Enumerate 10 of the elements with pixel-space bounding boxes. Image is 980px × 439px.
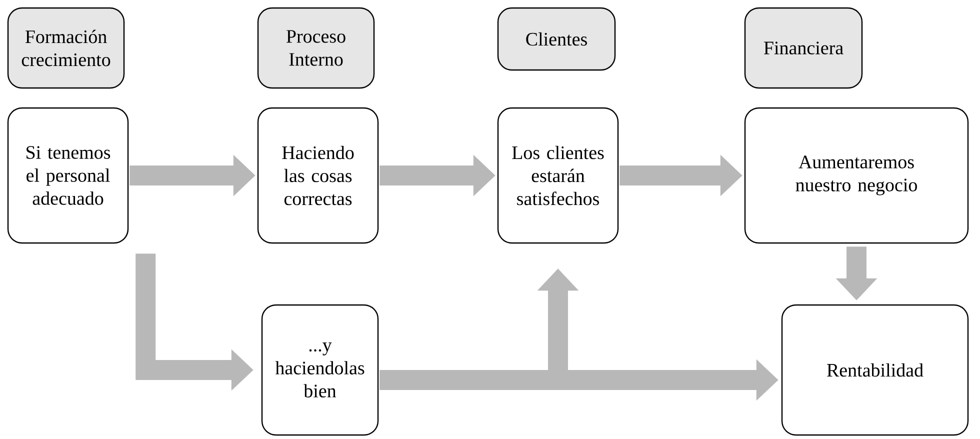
statement-box: Rentabilidad bbox=[781, 304, 969, 436]
statement-box: Los clientes estarán satisfechos bbox=[497, 107, 619, 244]
statement-box: Aumentaremos nuestro negocio bbox=[744, 107, 969, 244]
statement-box: ...y haciendolas bien bbox=[261, 304, 379, 436]
category-box: Proceso Interno bbox=[257, 7, 375, 89]
statement-box: Haciendo las cosas correctas bbox=[257, 107, 379, 244]
category-box: Clientes bbox=[497, 7, 616, 71]
category-box: Formación crecimiento bbox=[7, 7, 125, 89]
statement-box: Si tenemos el personal adecuado bbox=[7, 107, 129, 244]
category-box: Financiera bbox=[744, 7, 863, 89]
